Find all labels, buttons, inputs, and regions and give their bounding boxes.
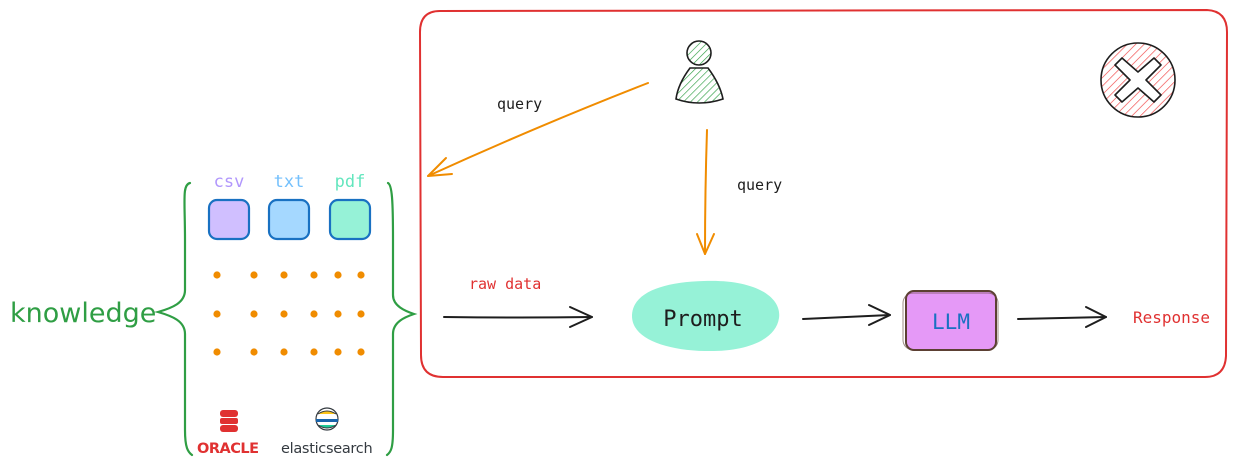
elasticsearch-icon (315, 407, 339, 431)
csv-file-icon (207, 198, 251, 241)
data-dot (280, 310, 288, 318)
data-dot (250, 310, 258, 318)
prompt-to-llm-arrow (802, 304, 891, 326)
query-label-down: query (737, 176, 782, 194)
elasticsearch-logo-text: elasticsearch (281, 441, 372, 457)
data-dot (213, 310, 221, 318)
left-brace (153, 181, 194, 457)
data-dot (250, 271, 258, 279)
response-label: Response (1133, 308, 1210, 327)
data-dot (334, 310, 342, 318)
txt-file-icon (267, 198, 311, 241)
prompt-label: Prompt (663, 307, 742, 332)
knowledge-label: knowledge (10, 298, 156, 329)
pipeline-panel (418, 8, 1229, 378)
right-brace (385, 181, 418, 457)
database-icon (220, 410, 238, 432)
data-dot (213, 271, 221, 279)
file-type-csv: csv (214, 172, 245, 192)
user-icon (675, 40, 724, 104)
query-arrow-to-prompt (696, 129, 715, 255)
oracle-logo-text: ORACLE (197, 441, 259, 457)
raw-data-label: raw data (469, 275, 541, 293)
data-dot (280, 271, 288, 279)
prompt-node (632, 280, 780, 352)
close-icon (1100, 42, 1176, 118)
data-dots (213, 271, 365, 356)
data-dot (213, 348, 221, 356)
data-dot (310, 348, 318, 356)
data-dot (357, 271, 365, 279)
data-dot (280, 348, 288, 356)
query-label-left: query (497, 95, 542, 113)
raw-data-arrow (443, 306, 593, 328)
data-dot (357, 348, 365, 356)
file-type-pdf: pdf (335, 172, 366, 192)
data-dot (334, 348, 342, 356)
data-dot (334, 271, 342, 279)
data-dot (357, 310, 365, 318)
file-type-txt: txt (274, 172, 305, 192)
data-dot (310, 271, 318, 279)
pdf-file-icon (328, 198, 372, 241)
data-dot (310, 310, 318, 318)
llm-to-response-arrow (1017, 306, 1107, 328)
data-dot (250, 348, 258, 356)
llm-label: LLM (932, 310, 970, 334)
query-arrow-to-knowledge (427, 82, 649, 177)
